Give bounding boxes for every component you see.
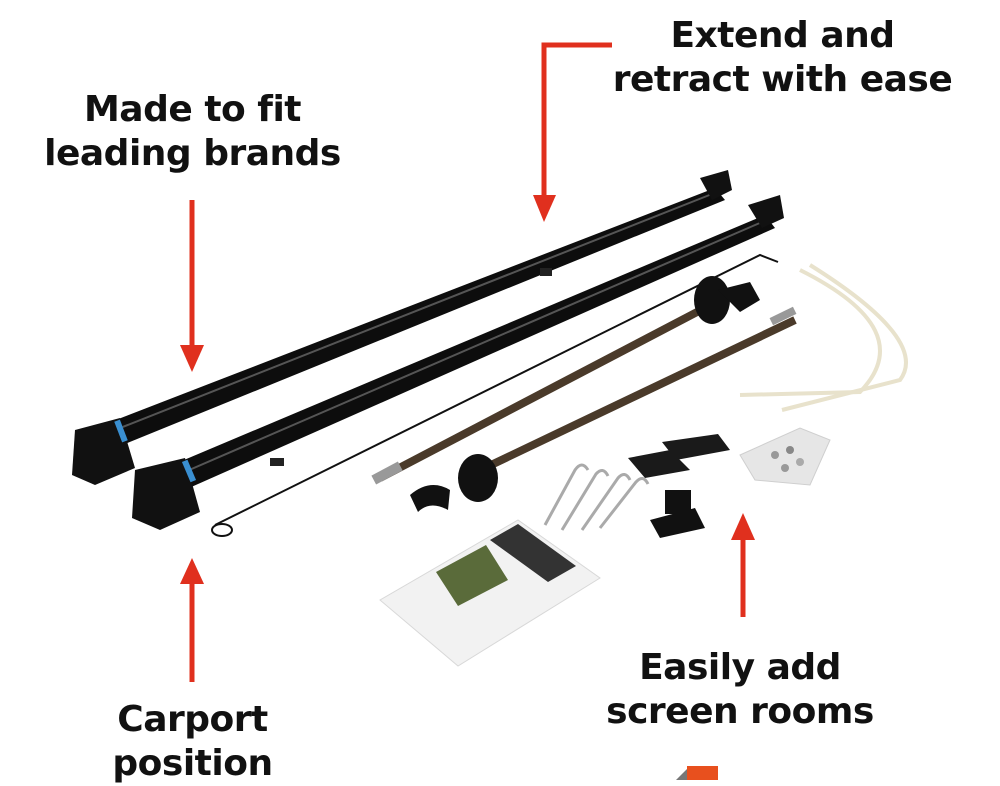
zip-ties xyxy=(739,263,908,412)
arrow-top-left xyxy=(180,200,204,372)
callout-line: screen rooms xyxy=(606,691,874,732)
callout-line: Carport xyxy=(117,699,268,740)
callout-line: Easily add xyxy=(639,647,841,688)
support-rod xyxy=(211,253,779,537)
callout-line: leading brands xyxy=(44,133,341,174)
arrow-bottom-right xyxy=(731,513,755,617)
callout-line: retract with ease xyxy=(612,59,953,100)
awning-arm-2 xyxy=(132,195,784,530)
arrow-bottom-left xyxy=(180,558,204,682)
tent-stakes xyxy=(543,463,650,531)
callout-screen-rooms: Easily add screen rooms xyxy=(600,646,880,734)
arrow-top-right xyxy=(533,42,612,222)
spring-roller-1 xyxy=(371,276,760,485)
callout-made-to-fit: Made to fit leading brands xyxy=(20,88,365,176)
callout-line: position xyxy=(112,743,273,784)
hardware-bag xyxy=(739,427,831,486)
instruction-sheet xyxy=(379,519,601,667)
spring-roller-2 xyxy=(410,306,797,512)
rubber-pads xyxy=(628,434,730,478)
callout-carport-position: Carport position xyxy=(90,698,295,786)
mounting-bracket xyxy=(650,490,705,538)
brand-logo-icon xyxy=(676,766,718,780)
callout-line: Made to fit xyxy=(83,89,302,130)
awning-arm-1 xyxy=(72,170,732,485)
callout-extend-retract: Extend and retract with ease xyxy=(610,14,955,102)
callout-line: Extend and xyxy=(670,15,895,56)
